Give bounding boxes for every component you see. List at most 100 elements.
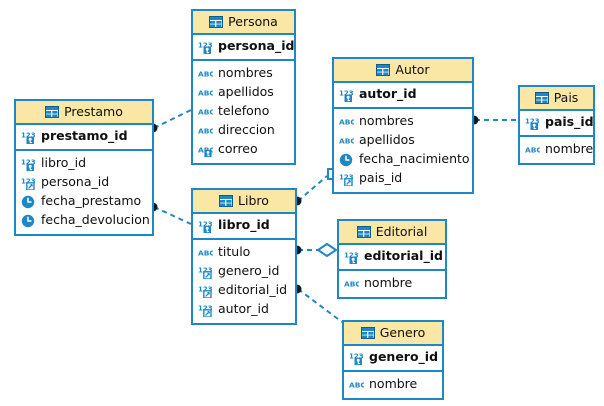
entity-header: Autor	[334, 59, 472, 83]
entity-field[interactable]: fecha_devolucion	[21, 211, 150, 230]
field-label: nombre	[545, 141, 594, 157]
entity-field[interactable]: ABC nombres	[339, 112, 467, 131]
entity-title: Genero	[379, 324, 426, 340]
svg-text:123: 123	[339, 173, 354, 181]
abc-icon: ABC	[198, 88, 213, 97]
entity-field[interactable]: ABC correo	[198, 140, 289, 159]
primary-key-section: 123 prestamo_id	[16, 125, 152, 151]
entity-field[interactable]: ABC titulo	[198, 243, 290, 262]
number-key-icon: 123	[339, 89, 354, 102]
field-label: apellidos	[359, 132, 415, 148]
table-icon	[219, 195, 234, 207]
field-label: fecha_prestamo	[41, 193, 142, 209]
svg-text:ABC: ABC	[198, 69, 213, 78]
entity-header: Pais	[520, 87, 593, 111]
entity-field[interactable]: ABC nombre	[525, 140, 593, 159]
svg-text:123: 123	[21, 131, 36, 139]
entity-field[interactable]: 123 autor_id	[198, 300, 290, 319]
entity-prestamo[interactable]: Prestamo 123 prestamo_id 123 libro_id 12…	[14, 99, 154, 236]
abc-icon: ABC	[198, 69, 213, 78]
primary-key-field[interactable]: 123 persona_id	[198, 37, 294, 56]
table-icon	[45, 106, 60, 118]
field-label: genero_id	[218, 263, 280, 279]
field-section: 123 libro_id 123 persona_id fecha_presta…	[16, 151, 152, 234]
table-icon	[360, 327, 375, 339]
entity-field[interactable]: fecha_prestamo	[21, 192, 147, 211]
svg-text:ABC: ABC	[198, 248, 213, 257]
abc-icon: ABC	[198, 248, 213, 257]
primary-key-field[interactable]: 123 autor_id	[339, 85, 467, 104]
entity-libro[interactable]: Libro 123 libro_id ABC titulo 123 genero…	[191, 188, 297, 325]
svg-text:ABC: ABC	[198, 88, 213, 97]
entity-field[interactable]: ABC apellidos	[198, 83, 289, 102]
field-section: ABC nombres ABC apellidos ABC telefono A…	[193, 61, 294, 163]
entity-field[interactable]: ABC nombres	[198, 64, 289, 83]
entity-genero[interactable]: Genero 123 genero_id ABC nombre	[342, 320, 444, 400]
number-foreignkey-icon: 123	[198, 304, 213, 317]
primary-key-section: 123 editorial_id	[339, 245, 445, 271]
clock-icon	[21, 214, 35, 227]
primary-key-field[interactable]: 123 genero_id	[349, 348, 439, 367]
abc-icon: ABC	[525, 145, 540, 154]
field-label: persona_id	[41, 174, 110, 190]
svg-text:ABC: ABC	[344, 279, 359, 288]
relationship-libro-genero	[292, 284, 343, 323]
svg-text:123: 123	[525, 117, 540, 125]
entity-editorial[interactable]: Editorial 123 editorial_id ABC nombre	[337, 219, 447, 299]
entity-field[interactable]: ABC nombre	[349, 375, 437, 394]
number-foreignkey-icon: 123	[198, 285, 213, 298]
entity-field[interactable]: ABC apellidos	[339, 131, 467, 150]
number-key-icon: 123	[21, 131, 36, 144]
entity-field[interactable]: fecha_nacimiento	[339, 150, 470, 169]
number-key-icon: 123	[525, 117, 540, 130]
field-label: libro_id	[41, 155, 87, 171]
abc-icon: ABC	[339, 117, 354, 126]
field-label: genero_id	[369, 349, 439, 365]
relationship-line	[297, 175, 328, 202]
entity-persona[interactable]: Persona 123 persona_id ABC nombres ABC a…	[191, 9, 296, 165]
primary-key-field[interactable]: 123 libro_id	[198, 216, 290, 235]
entity-title: Persona	[228, 13, 278, 29]
entity-field[interactable]: 123 persona_id	[21, 173, 147, 192]
relationship-prestamo-libro	[148, 202, 192, 225]
field-label: nombre	[369, 376, 418, 392]
field-label: apellidos	[218, 84, 274, 100]
svg-text:ABC: ABC	[198, 107, 213, 116]
entity-title: Autor	[395, 61, 430, 77]
svg-text:123: 123	[198, 285, 213, 293]
field-section: ABC nombre	[520, 137, 593, 163]
table-icon	[376, 64, 391, 76]
field-label: correo	[218, 141, 258, 157]
primary-key-field[interactable]: 123 pais_id	[525, 113, 594, 132]
entity-field[interactable]: ABC telefono	[198, 102, 289, 121]
primary-key-field[interactable]: 123 prestamo_id	[21, 127, 147, 146]
entity-field[interactable]: 123 genero_id	[198, 262, 290, 281]
entity-header: Persona	[193, 11, 294, 35]
number-key-icon: 123	[198, 220, 213, 233]
entity-field[interactable]: 123 pais_id	[339, 169, 467, 188]
number-foreignkey-icon: 123	[198, 266, 213, 279]
primary-key-section: 123 pais_id	[520, 111, 594, 137]
svg-text:123: 123	[344, 251, 359, 259]
entity-autor[interactable]: Autor 123 autor_id ABC nombres ABC apell…	[332, 57, 474, 194]
entity-field[interactable]: 123 libro_id	[21, 154, 147, 173]
entity-pais[interactable]: Pais 123 pais_id ABC nombre	[518, 85, 595, 165]
entity-field[interactable]: ABC direccion	[198, 121, 289, 140]
hollow-diamond-marker	[316, 242, 338, 258]
field-section: ABC nombres ABC apellidos fecha_nacimien…	[334, 109, 472, 192]
number-foreignkey-icon: 123	[339, 173, 354, 186]
entity-field[interactable]: ABC nombre	[344, 274, 440, 293]
entity-title: Pais	[553, 89, 579, 105]
entity-title: Editorial	[375, 223, 428, 239]
relationship-autor-pais	[469, 115, 518, 125]
field-label: fecha_devolucion	[41, 212, 150, 228]
entity-field[interactable]: 123 editorial_id	[198, 281, 290, 300]
primary-key-section: 123 genero_id	[344, 346, 442, 372]
primary-key-field[interactable]: 123 editorial_id	[344, 247, 443, 266]
entity-header: Genero	[344, 322, 442, 346]
clock-icon	[21, 195, 35, 208]
number-key-icon: 123	[198, 41, 213, 54]
svg-text:ABC: ABC	[349, 380, 364, 389]
svg-text:123: 123	[21, 158, 36, 166]
